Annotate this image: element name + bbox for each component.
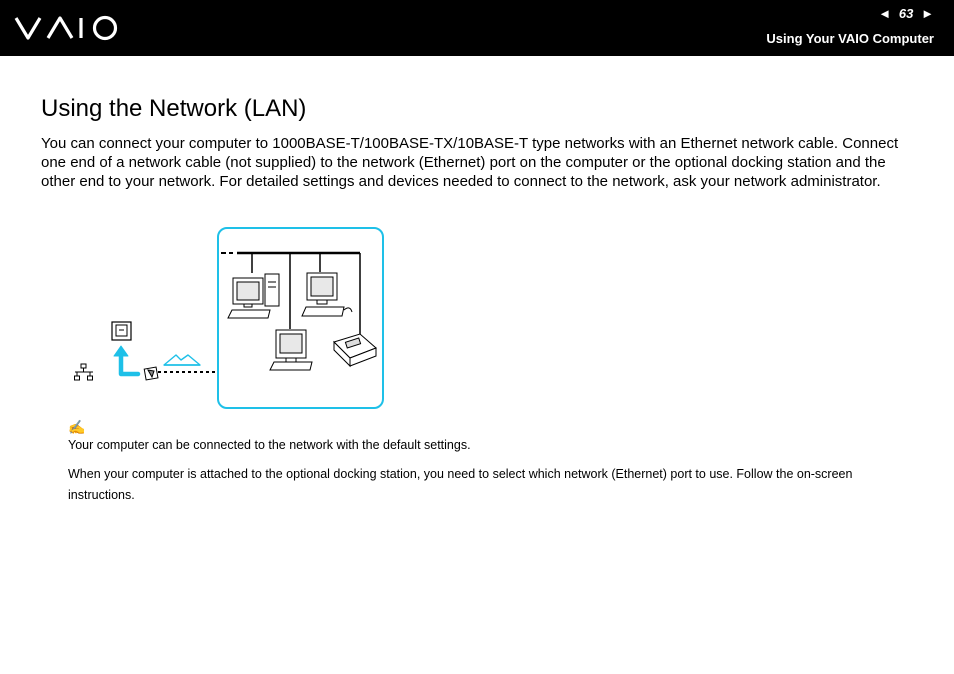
lan-port-symbol-icon: [74, 363, 93, 381]
desktop-computer-icon: [227, 273, 280, 319]
cable-connection-icon: [163, 354, 201, 366]
desktop-computer-icon: [301, 272, 353, 317]
modular-jack-icon: [111, 321, 132, 341]
note-docking-station: When your computer is attached to the op…: [68, 467, 853, 502]
section-title: Using Your VAIO Computer: [766, 31, 934, 46]
note-pencil-icon: ✍: [68, 419, 86, 435]
page-navigation: ◄ 63 ►: [878, 6, 934, 22]
page-title: Using the Network (LAN): [41, 95, 307, 122]
intro-paragraph: You can connect your computer to 1000BAS…: [41, 135, 899, 190]
note-default-settings: Your computer can be connected to the ne…: [68, 438, 471, 452]
next-page-arrow-icon[interactable]: ►: [921, 6, 934, 21]
printer-icon: [333, 333, 377, 368]
network-cable-plug-icon: [143, 366, 159, 381]
vaio-logo-icon: [14, 15, 118, 41]
page-number: 63: [898, 6, 914, 21]
previous-page-arrow-icon[interactable]: ◄: [878, 6, 892, 21]
header-bar: ◄ 63 ► Using Your VAIO Computer: [0, 0, 954, 56]
up-arrow-icon: [113, 345, 141, 377]
lan-connection-diagram: [74, 227, 384, 409]
desktop-computer-icon: [269, 329, 313, 371]
network-panel: [217, 227, 384, 409]
network-bus: [221, 251, 361, 342]
